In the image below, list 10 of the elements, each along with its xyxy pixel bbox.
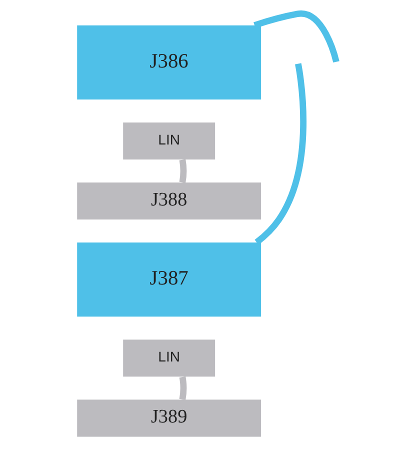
node-box: J387 (76, 242, 261, 317)
connector (254, 63, 306, 245)
connector (253, 10, 339, 63)
node-box: J386 (76, 25, 261, 100)
node-box: LIN (122, 340, 215, 377)
connector (178, 159, 186, 183)
connector (178, 376, 186, 400)
node-box: J389 (76, 400, 261, 437)
node-box: LIN (122, 122, 215, 160)
node-box: J388 (76, 182, 261, 220)
